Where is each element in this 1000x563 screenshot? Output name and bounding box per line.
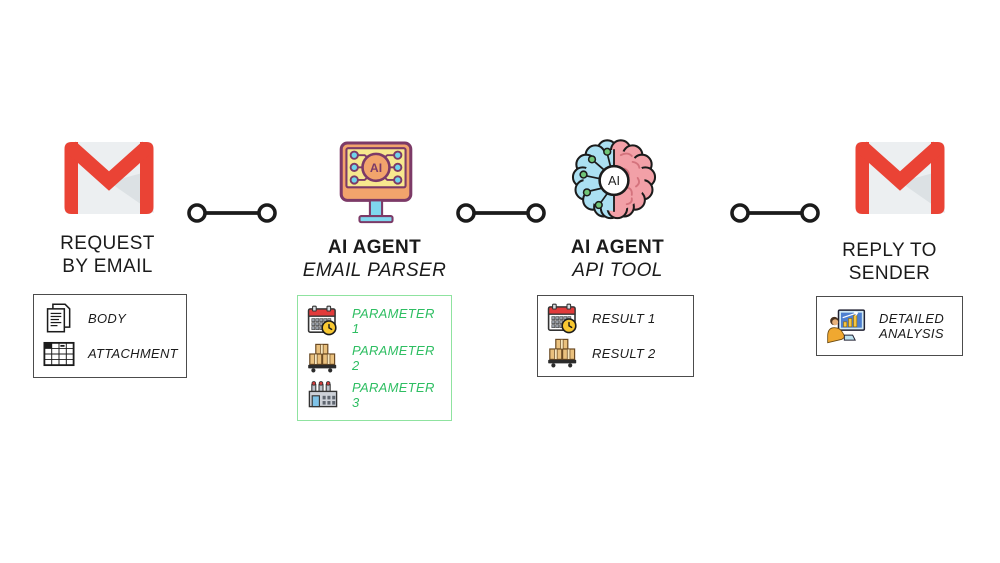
detail-row-parameter-2: PARAMETER 2 [304, 342, 445, 374]
station-label-email-parser: AI AGENT EMAIL PARSER [287, 236, 462, 282]
label-line: REPLY TO [842, 240, 937, 261]
agent-subtitle: EMAIL PARSER [302, 260, 447, 281]
ai-brain-icon [570, 138, 658, 223]
detail-row-parameter-1: PARAMETER 1 [304, 305, 445, 337]
agent-title: AI AGENT [570, 237, 665, 258]
detail-row-body: BODY [40, 302, 180, 334]
analyst-chart-icon [826, 308, 866, 344]
connector-line [186, 199, 278, 227]
detail-row-attachment: ATTACHMENT [40, 338, 180, 370]
label-line: BY EMAIL [62, 256, 153, 277]
item-label: RESULT 2 [592, 345, 656, 361]
station-label-api-tool: AI AGENT API TOOL [530, 236, 705, 282]
connector-line [729, 199, 821, 227]
pallet-boxes-icon [547, 337, 579, 369]
connector-line [455, 199, 547, 227]
label-line: SENDER [848, 263, 931, 284]
spreadsheet-icon [43, 338, 75, 370]
item-label: DETAILED ANALYSIS [879, 311, 945, 341]
request-detail-box: BODY ATTACHMENT [33, 294, 187, 378]
label-line: REQUEST [60, 233, 155, 254]
station-label-request-by-email: REQUEST BY EMAIL [20, 232, 195, 278]
document-icon [43, 302, 75, 334]
detail-row-result-2: RESULT 2 [544, 337, 687, 369]
item-label: BODY [88, 310, 127, 326]
calendar-clock-icon [547, 303, 579, 335]
item-label: RESULT 1 [592, 311, 656, 327]
gmail-icon [63, 140, 155, 216]
analysis-box: DETAILED ANALYSIS [816, 296, 963, 356]
agent-title: AI AGENT [327, 237, 422, 258]
item-label: ATTACHMENT [88, 346, 178, 362]
parameters-box: PARAMETER 1 PARAMETER 2 PARAMETER 3 [297, 295, 452, 421]
detail-row-detailed-analysis: DETAILED ANALYSIS [823, 308, 956, 344]
calendar-clock-icon [307, 305, 339, 337]
item-label: PARAMETER 2 [352, 343, 435, 373]
pallet-boxes-icon [307, 342, 339, 374]
item-label: PARAMETER 3 [352, 380, 435, 410]
results-box: RESULT 1 RESULT 2 [537, 295, 694, 377]
detail-row-result-1: RESULT 1 [544, 303, 687, 335]
station-label-reply-to-sender: REPLY TO SENDER [802, 239, 977, 285]
gmail-icon [854, 140, 946, 216]
item-label: PARAMETER 1 [352, 306, 435, 336]
detail-row-parameter-3: PARAMETER 3 [304, 379, 445, 411]
ai-monitor-icon [336, 141, 416, 225]
factory-icon [307, 379, 339, 411]
agent-subtitle: API TOOL [572, 260, 663, 281]
